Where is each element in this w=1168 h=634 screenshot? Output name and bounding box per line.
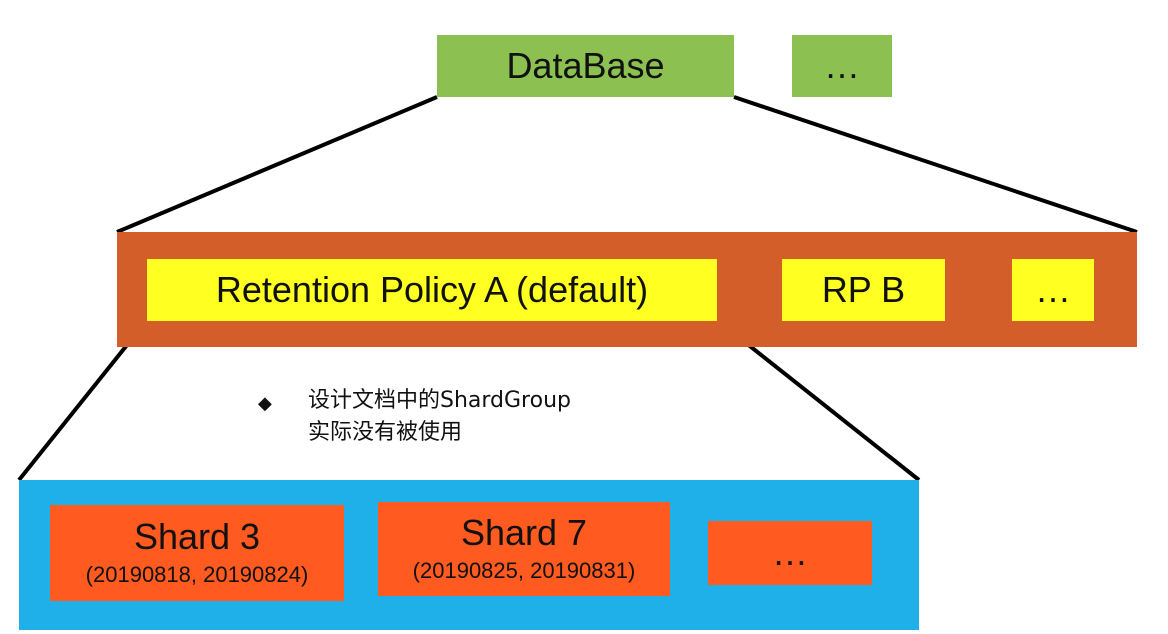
shard-3-name: Shard 3	[133, 516, 261, 557]
note-line-1: 设计文档中的ShardGroup	[308, 388, 571, 413]
shard-more-label: …	[772, 532, 808, 573]
rp-more-box: …	[1012, 259, 1094, 321]
rp-more-label: …	[1035, 269, 1071, 310]
shard-3-box: Shard 3 (20190818, 20190824)	[50, 505, 344, 601]
shard-7-name: Shard 7	[460, 512, 588, 553]
db-to-rp-left-line	[116, 95, 438, 234]
database-more-label: …	[824, 45, 860, 86]
database-box: DataBase	[437, 35, 734, 97]
note-line-2: 实际没有被使用	[308, 420, 463, 445]
shard-7-box: Shard 7 (20190825, 20190831)	[378, 502, 670, 596]
retention-policy-a-label: Retention Policy A (default)	[215, 269, 649, 310]
retention-policy-a-box: Retention Policy A (default)	[147, 259, 717, 321]
rp-b-box: RP B	[782, 259, 945, 321]
database-label: DataBase	[506, 45, 665, 86]
diamond-bullet-icon: ◆	[258, 393, 272, 414]
rp-b-label: RP B	[821, 269, 906, 310]
shard-7-range: (20190825, 20190831)	[412, 558, 636, 583]
db-to-rp-right-line	[733, 95, 1138, 234]
shard-3-range: (20190818, 20190824)	[85, 562, 309, 587]
shard-more-box: …	[708, 521, 872, 585]
database-more-box: …	[792, 35, 892, 97]
